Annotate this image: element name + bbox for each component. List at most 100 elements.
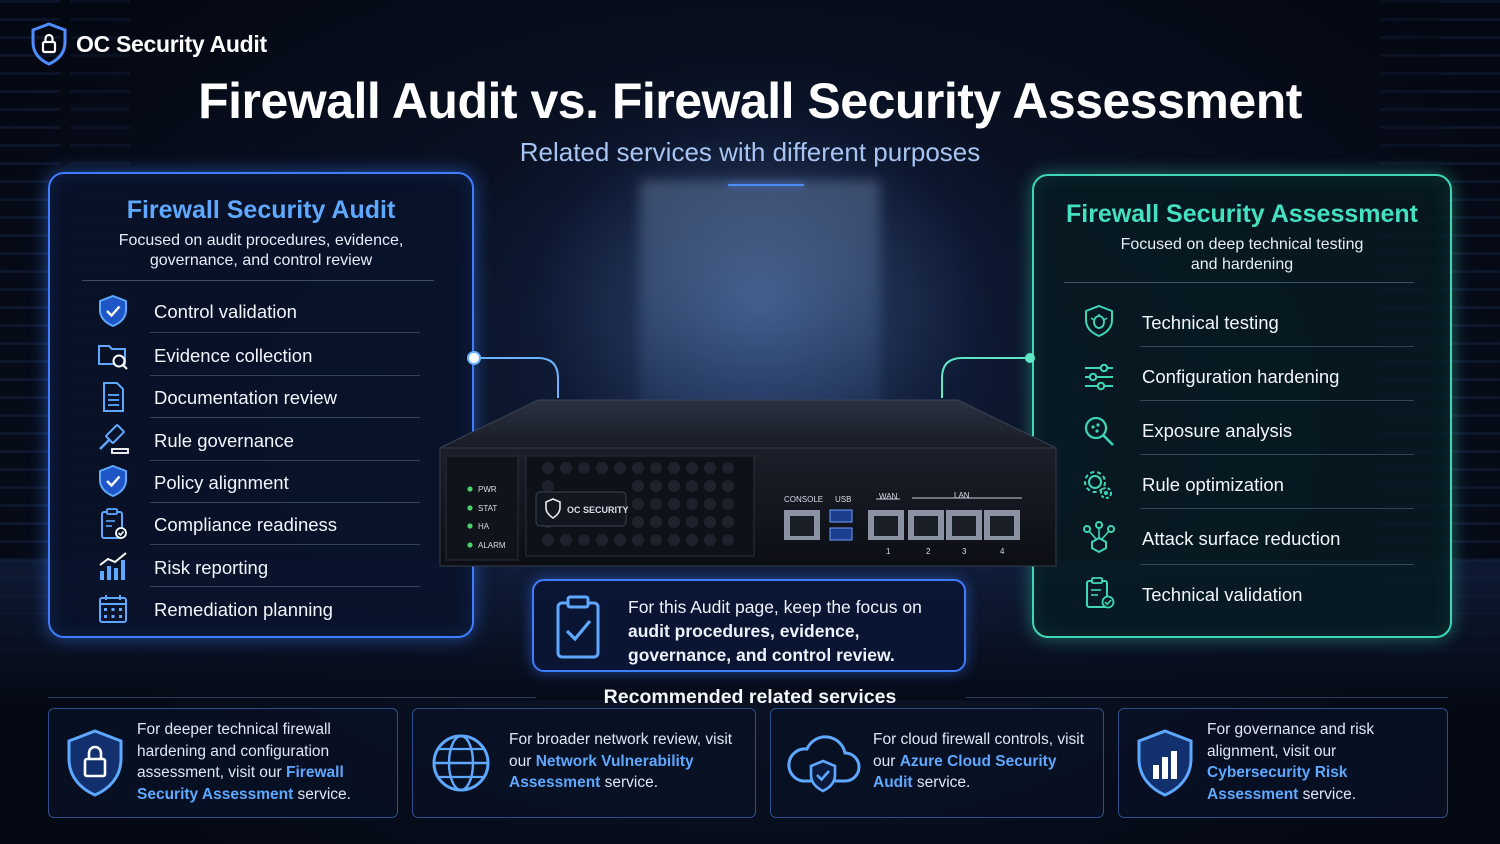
audit-focus-note: For this Audit page, keep the focus on a…: [532, 579, 966, 672]
network-vulnerability-assessment-link[interactable]: Network Vulnerability Assessment: [509, 752, 694, 792]
nodes-icon: [1083, 521, 1115, 554]
assessment-item-divider: [1140, 346, 1414, 347]
cloud-shield-icon: [787, 735, 861, 793]
audit-panel-header: Firewall Security Audit Focused on audit…: [50, 196, 472, 271]
magnifier-icon: [1084, 416, 1114, 446]
audit-panel-divider: [82, 280, 434, 281]
audit-item-rule-governance[interactable]: Rule governance: [154, 430, 294, 451]
related-service-card-network-vulnerability[interactable]: For broader network review, visit our Ne…: [412, 708, 756, 818]
brand-name: OC Security Audit: [76, 30, 267, 57]
card-lead: For broader network review, visit our: [509, 731, 733, 770]
audit-item-risk-reporting[interactable]: Risk reporting: [154, 557, 269, 578]
led-label-pwr: PWR: [478, 485, 497, 494]
audit-item-divider: [150, 375, 420, 376]
shield-lock-logo-icon: [31, 22, 67, 66]
shield-bug-icon: [1085, 304, 1113, 338]
assessment-item-divider: [1140, 508, 1414, 509]
recommended-rule-right: [966, 697, 1448, 698]
audit-panel: Firewall Security Audit Focused on audit…: [48, 172, 474, 638]
audit-item-divider: [150, 417, 420, 418]
note-lead: For this Audit page, keep the focus on: [628, 597, 922, 617]
document-icon: [103, 382, 124, 412]
assessment-connector-line: [941, 353, 1035, 398]
audit-connector-line: [467, 351, 559, 398]
calendar-icon: [99, 595, 127, 623]
related-service-card-azure-cloud[interactable]: For cloud firewall controls, visit our A…: [770, 708, 1104, 818]
port-number-3: 3: [962, 547, 967, 556]
led-label-ha: HA: [478, 522, 490, 531]
folder-search-icon: [98, 345, 128, 370]
related-service-card-cyber-risk[interactable]: For governance and risk alignment, visit…: [1118, 708, 1448, 818]
gavel-icon: [99, 424, 129, 454]
audit-item-remediation-planning[interactable]: Remediation planning: [154, 599, 333, 620]
sliders-icon: [1085, 363, 1113, 391]
audit-desc-line-1: Focused on audit procedures, evidence,: [118, 232, 404, 249]
related-service-card-firewall-assessment[interactable]: For deeper technical firewall hardening …: [48, 708, 398, 818]
port-number-1: 1: [886, 547, 891, 556]
card-trail: service.: [1302, 785, 1357, 803]
globe-icon: [432, 734, 490, 792]
brand[interactable]: OC Security Audit: [30, 22, 267, 66]
assessment-panel: Firewall Security Assessment Focused on …: [1032, 174, 1452, 638]
clipboard-check-icon: [1086, 577, 1115, 609]
device-badge: OC SECURITY: [567, 505, 629, 515]
card-lead: For deeper technical firewall hardening …: [137, 721, 331, 781]
led-label-stat: STAT: [478, 504, 497, 513]
led-label-alarm: ALARM: [478, 541, 506, 550]
title-underline: [728, 184, 804, 186]
audit-item-evidence-collection[interactable]: Evidence collection: [154, 345, 313, 366]
audit-panel-title: Firewall Security Audit: [126, 196, 396, 224]
lan-port-label: LAN: [954, 491, 970, 500]
assessment-desc-line-2: and hardening: [1190, 256, 1294, 273]
bar-chart-icon: [99, 552, 127, 580]
audit-panel-description: Focused on audit procedures, evidence, g…: [50, 231, 472, 271]
assessment-item-divider: [1140, 564, 1414, 565]
recommended-rule-left: [48, 697, 536, 698]
audit-item-control-validation[interactable]: Control validation: [154, 301, 297, 322]
shield-check-icon: [99, 294, 127, 328]
audit-item-documentation-review[interactable]: Documentation review: [154, 387, 338, 408]
audit-item-divider: [150, 502, 420, 503]
assessment-item-divider: [1140, 454, 1414, 455]
azure-cloud-security-audit-link[interactable]: Azure Cloud Security Audit: [873, 752, 1057, 792]
audit-item-divider: [150, 586, 420, 587]
assessment-item-rule-optimization[interactable]: Rule optimization: [1142, 474, 1284, 495]
card-trail: service.: [916, 774, 971, 791]
assessment-item-configuration-hardening[interactable]: Configuration hardening: [1142, 366, 1340, 387]
audit-item-divider: [150, 332, 420, 333]
page-subtitle: Related services with different purposes: [519, 137, 981, 167]
assessment-desc-line-1: Focused on deep technical testing: [1120, 236, 1364, 253]
note-emphasis: audit procedures, evidence, governance, …: [628, 621, 895, 665]
assessment-item-technical-validation[interactable]: Technical validation: [1142, 584, 1303, 605]
port-number-2: 2: [926, 547, 931, 556]
recommended-title: Recommended related services: [603, 686, 897, 708]
port-number-4: 4: [1000, 547, 1005, 556]
audit-item-policy-alignment[interactable]: Policy alignment: [154, 472, 289, 493]
card-trail: service.: [604, 774, 659, 791]
card-text: For broader network review, visit our Ne…: [509, 729, 747, 794]
cybersecurity-risk-assessment-link[interactable]: Cybersecurity Risk Assessment: [1207, 764, 1348, 803]
card-text: For cloud firewall controls, visit our A…: [873, 729, 1097, 794]
audit-item-divider: [150, 544, 420, 545]
card-trail: service.: [297, 785, 351, 803]
audit-desc-line-2: governance, and control review: [149, 252, 373, 269]
clipboard-check-icon: [556, 595, 600, 659]
audit-item-divider: [150, 460, 420, 461]
card-lead: For governance and risk alignment, visit…: [1207, 721, 1375, 760]
assessment-item-technical-testing[interactable]: Technical testing: [1142, 312, 1279, 333]
firewall-security-assessment-link[interactable]: Firewall Security Assessment: [137, 764, 344, 803]
card-text: For deeper technical firewall hardening …: [137, 719, 389, 805]
firewall-appliance: PWR STAT HA ALARM OC SECURITY CONSOLE US…: [439, 399, 1057, 567]
assessment-panel-title: Firewall Security Assessment: [1065, 200, 1418, 228]
assessment-item-exposure-analysis[interactable]: Exposure analysis: [1142, 420, 1293, 441]
usb-port-label: USB: [835, 495, 851, 504]
assessment-item-attack-surface-reduction[interactable]: Attack surface reduction: [1142, 528, 1341, 549]
audit-item-compliance-readiness[interactable]: Compliance readiness: [154, 514, 338, 535]
shield-lock-icon: [67, 729, 123, 797]
gears-icon: [1084, 471, 1112, 499]
shield-check-icon: [99, 464, 127, 498]
page-title: Firewall Audit vs. Firewall Security Ass…: [198, 73, 1302, 129]
card-lead: For cloud firewall controls, visit our: [873, 731, 1085, 770]
clipboard-check-icon: [101, 508, 127, 539]
note-text: For this Audit page, keep the focus on a…: [628, 595, 964, 667]
